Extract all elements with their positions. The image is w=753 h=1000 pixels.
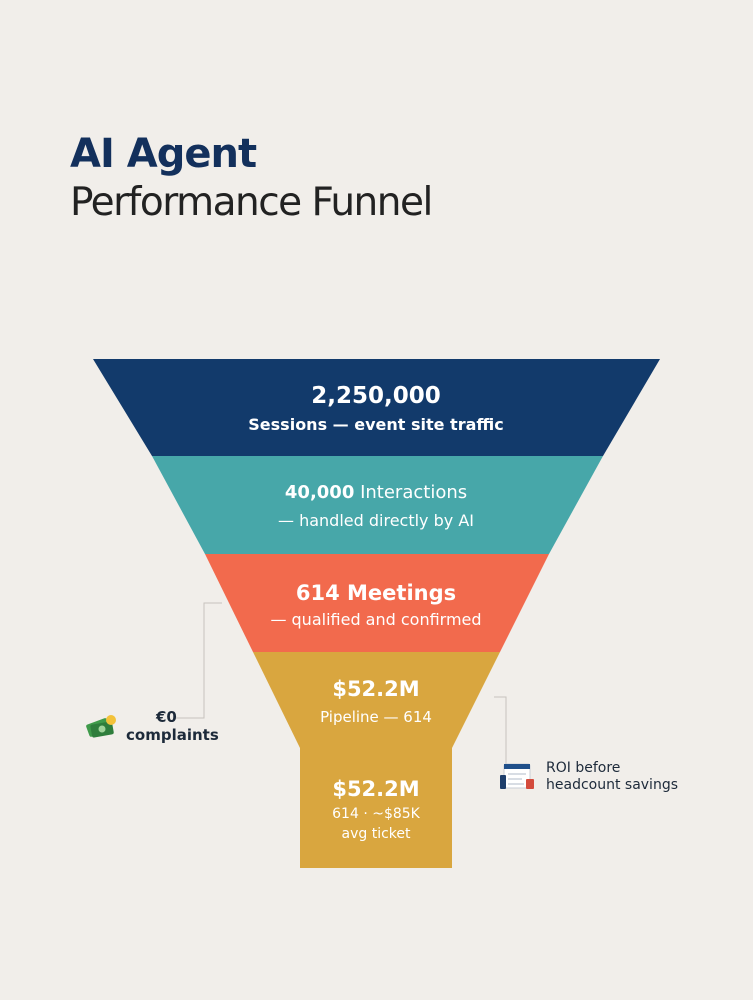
- stage-5-value: $52.2M: [332, 777, 420, 801]
- roi-line-2: headcount savings: [546, 776, 679, 793]
- page-title: AI Agent Performance Funnel: [70, 131, 433, 225]
- stage-3-value: 614 Meetings: [295, 581, 457, 605]
- stage-4-label: Pipeline — 614: [320, 708, 432, 727]
- document-report-icon: [500, 763, 534, 789]
- roi-line-1: ROI before: [546, 760, 621, 776]
- funnel-stage-5-shape: [300, 748, 452, 868]
- stage-2-unit: Interactions: [354, 482, 468, 503]
- stage-2-line: 40,000 Interactions: [176, 482, 576, 505]
- left-connector-line: [176, 602, 222, 719]
- stage-5-label: 614 · ~$85K: [332, 806, 420, 823]
- roi-callout: ROI before headcount savings: [498, 760, 678, 794]
- complaints-value: €0: [156, 708, 177, 726]
- complaints-callout: €0 complaints: [84, 708, 219, 744]
- complaints-callout-text: €0 complaints: [126, 708, 219, 744]
- complaints-label: complaints: [126, 726, 219, 744]
- funnel-stage-1: 2,250,000 Sessions — event site traffic: [176, 382, 576, 435]
- title-line-2: Performance Funnel: [70, 180, 433, 225]
- money-cash-icon: [86, 715, 116, 738]
- funnel-stage-2: 40,000 Interactions — handled directly b…: [176, 482, 576, 531]
- stage-2-value-suffix: ,000: [309, 482, 355, 503]
- stage-1-label: Sessions — event site traffic: [248, 414, 504, 434]
- stage-5-label-2: avg ticket: [341, 825, 411, 842]
- roi-callout-text: ROI before headcount savings: [546, 760, 678, 794]
- funnel-stage-3-shape: [205, 554, 549, 652]
- stage-4-value: $52.2M: [332, 677, 420, 701]
- funnel-stage-4: $52.2M Pipeline — 614: [226, 676, 526, 727]
- stage-3-label: — qualified and confirmed: [270, 610, 482, 630]
- stage-2-label: — handled directly by AI: [278, 510, 474, 530]
- title-line-1: AI Agent: [70, 131, 257, 177]
- stage-2-value: 40: [284, 482, 310, 503]
- stage-1-value: 2,250,000: [311, 383, 441, 409]
- funnel-stage-1-shape: [93, 359, 660, 456]
- funnel-stage-4-shape: [253, 652, 500, 748]
- funnel-stage-3: 614 Meetings — qualified and confirmed: [176, 580, 576, 630]
- funnel-stage-5: $52.2M 614 · ~$85K avg ticket: [300, 776, 452, 843]
- funnel-stage-2-shape: [152, 456, 603, 554]
